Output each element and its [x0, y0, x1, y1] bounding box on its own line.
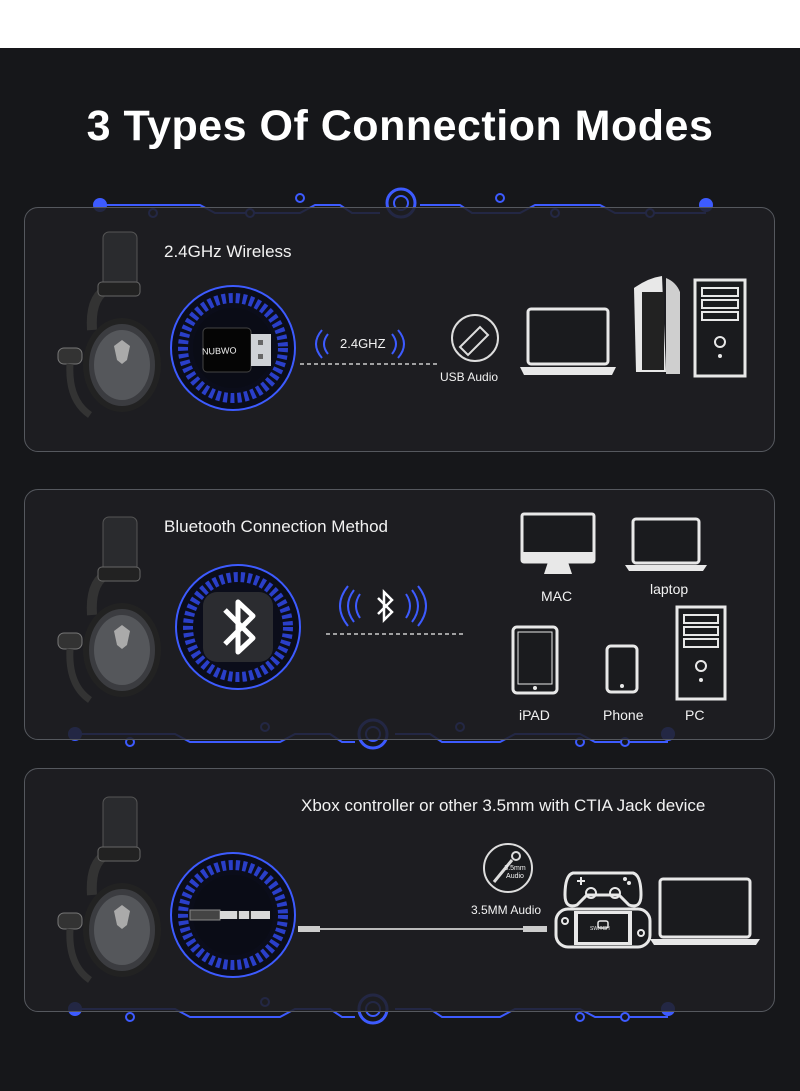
headset-icon	[57, 231, 161, 418]
jack-label: 3.5MM Audio	[471, 903, 542, 917]
signal-label: 2.4GHZ	[340, 336, 386, 351]
device-label-ipad: iPAD	[519, 707, 550, 723]
laptop-icon	[520, 307, 616, 375]
jack-icon-text: 3.5mm Audio	[504, 865, 526, 880]
switch-text: SWITCH	[590, 926, 610, 932]
mode-label-jack: Xbox controller or other 3.5mm with CTIA…	[301, 796, 706, 815]
mode-label-bluetooth: Bluetooth Connection Method	[164, 517, 388, 536]
mode-label-wireless: 2.4GHz Wireless	[164, 242, 292, 261]
laptop-icon	[625, 517, 707, 571]
bluetooth-ring	[175, 564, 301, 690]
wireless-signal-icon	[300, 329, 440, 365]
headset-icon	[57, 516, 161, 703]
device-label-laptop: laptop	[650, 581, 689, 597]
imac-icon	[520, 512, 596, 574]
phone-icon	[605, 644, 639, 694]
jack-ring	[170, 852, 296, 978]
bluetooth-signal-icon	[326, 585, 466, 635]
page-title: 3 Types Of Connection Modes	[86, 102, 714, 150]
handheld-console-icon	[554, 907, 652, 949]
usb-dongle-icon	[202, 327, 271, 373]
pc-tower-icon	[675, 605, 727, 701]
jack-plug-icon	[483, 843, 533, 893]
console-icon	[634, 276, 680, 374]
usb-audio-label: USB Audio	[440, 370, 499, 384]
headset-icon	[57, 796, 161, 983]
gamepad-icon	[563, 871, 643, 908]
mode-panel-jack	[24, 768, 775, 1012]
pc-tower-icon	[693, 278, 747, 378]
device-label-mac: MAC	[541, 588, 573, 604]
laptop-icon	[650, 877, 760, 945]
device-label-phone: Phone	[603, 707, 644, 723]
usb-plug-icon	[451, 314, 499, 362]
tablet-icon	[511, 625, 559, 695]
device-label-pc: PC	[685, 707, 705, 723]
dongle-brand: NUBWO	[201, 345, 237, 357]
audio-cable	[298, 926, 547, 932]
